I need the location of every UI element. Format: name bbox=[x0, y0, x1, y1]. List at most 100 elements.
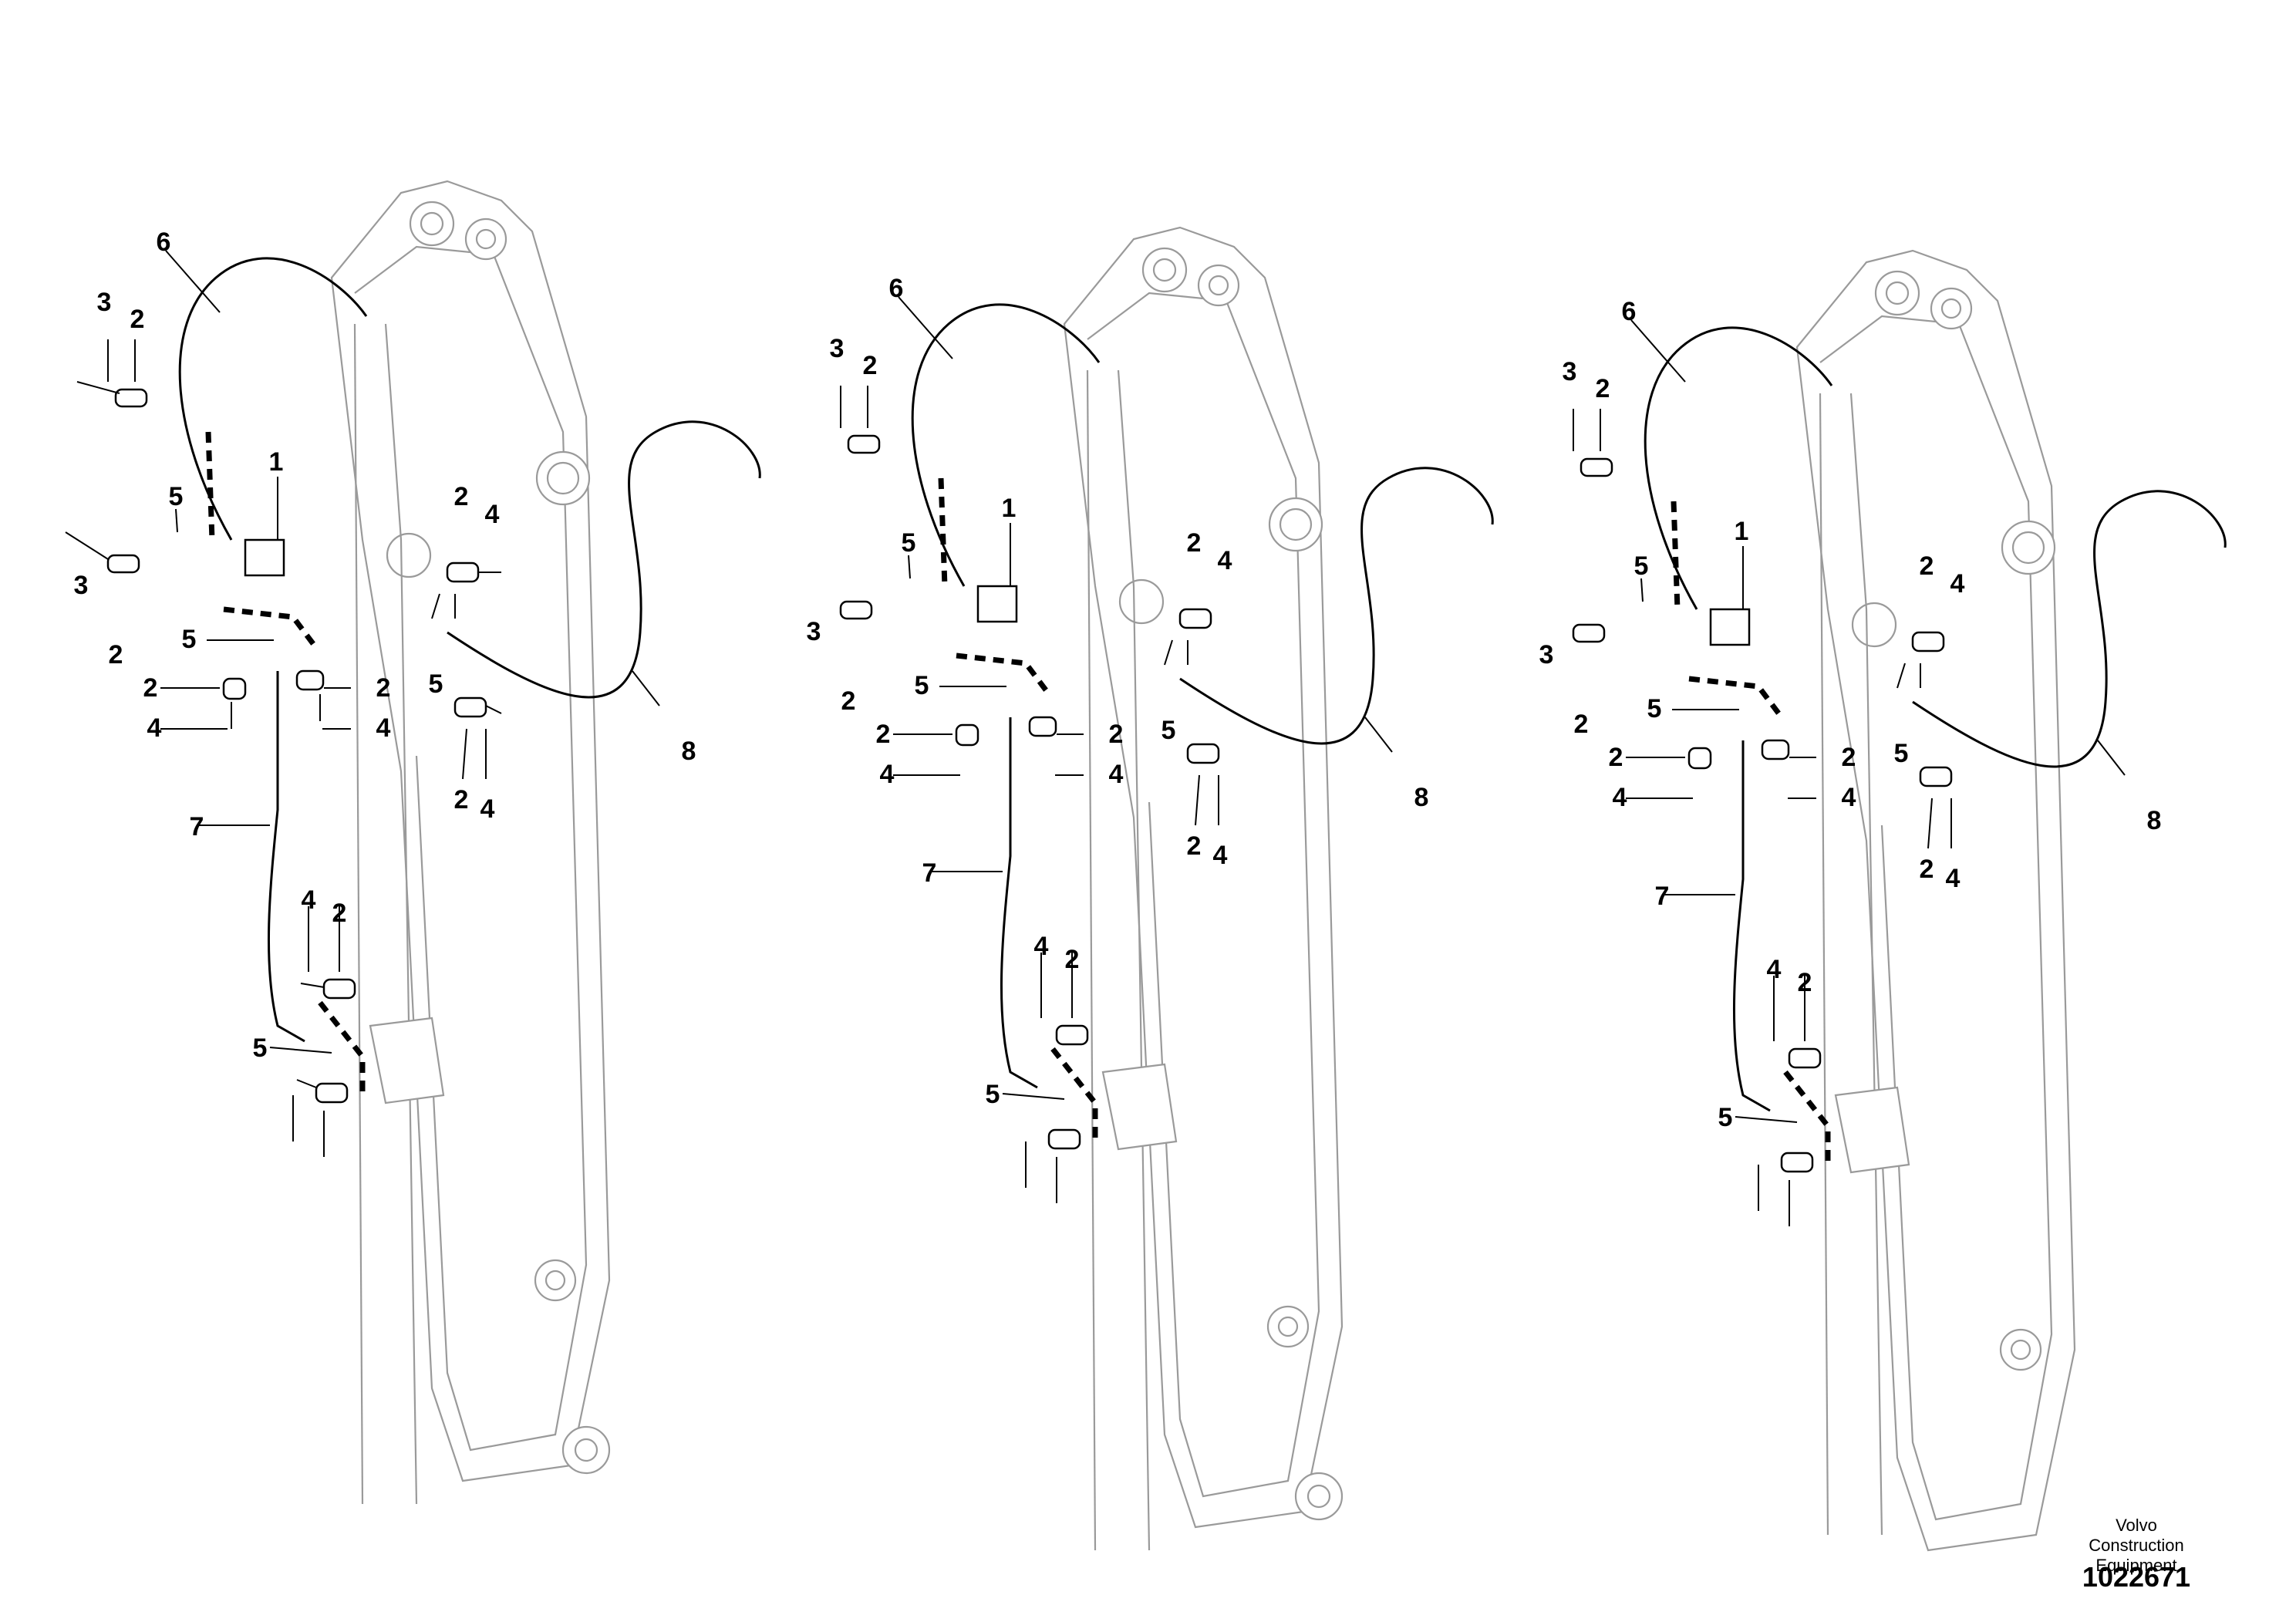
callout: 4 bbox=[480, 794, 495, 824]
callout: 3 bbox=[74, 571, 89, 600]
callout: 2 bbox=[454, 785, 469, 814]
callout: 2 bbox=[1065, 945, 1080, 974]
callout: 3 bbox=[1539, 640, 1554, 669]
arm-outline bbox=[330, 180, 611, 1505]
hose-8 bbox=[447, 420, 761, 699]
callout: 2 bbox=[1574, 710, 1589, 739]
callout: 2 bbox=[863, 351, 878, 380]
callout: 6 bbox=[889, 274, 904, 303]
callout: 5 bbox=[1894, 739, 1909, 768]
callout: 3 bbox=[1563, 357, 1577, 386]
hose-7 bbox=[1000, 717, 1038, 1089]
callout: 2 bbox=[143, 673, 158, 703]
callout: 2 bbox=[1109, 720, 1124, 749]
callout: 5 bbox=[182, 625, 197, 654]
callout: 1 bbox=[269, 447, 284, 477]
callout: 4 bbox=[376, 713, 391, 743]
callout: 3 bbox=[97, 288, 112, 317]
callout: 5 bbox=[253, 1034, 268, 1063]
callout: 5 bbox=[169, 482, 184, 511]
callout: 4 bbox=[1946, 864, 1961, 893]
leaders bbox=[107, 250, 660, 1157]
callout: 1 bbox=[1735, 517, 1749, 546]
clamps bbox=[1572, 457, 1953, 1173]
clip-dash-lines bbox=[938, 477, 1098, 1141]
callout: 7 bbox=[190, 812, 204, 841]
callout: 2 bbox=[1596, 374, 1610, 403]
callout: 5 bbox=[1647, 694, 1662, 723]
callout: 3 bbox=[830, 334, 845, 363]
view-middle: 1 2 2 2 2 2 2 2 3 3 4 4 4 4 4 5 5 5 5 6 … bbox=[807, 226, 1494, 1551]
leaders bbox=[1573, 319, 2126, 1226]
callout: 8 bbox=[682, 737, 696, 766]
callout: 6 bbox=[157, 228, 171, 257]
callout: 5 bbox=[1161, 716, 1176, 745]
callout: 4 bbox=[1218, 546, 1232, 575]
callout: 2 bbox=[1187, 831, 1202, 861]
callout: 5 bbox=[986, 1080, 1000, 1109]
hose-7 bbox=[267, 671, 305, 1043]
callout: 3 bbox=[807, 617, 821, 646]
callout: 4 bbox=[147, 713, 162, 743]
callout: 7 bbox=[922, 858, 937, 888]
callout: 7 bbox=[1655, 882, 1670, 911]
callout: 4 bbox=[880, 760, 895, 789]
callout: 1 bbox=[1002, 494, 1017, 523]
callout: 2 bbox=[454, 482, 469, 511]
callout: 5 bbox=[429, 669, 443, 699]
callout: 4 bbox=[1950, 569, 1965, 599]
callout: 4 bbox=[302, 885, 316, 915]
brand-line-1: Volvo Construction bbox=[2089, 1516, 2184, 1555]
callout: 4 bbox=[1034, 932, 1049, 961]
callout: 2 bbox=[1842, 743, 1856, 772]
clamps bbox=[839, 434, 1220, 1150]
callout: 8 bbox=[1414, 783, 1429, 812]
adapter-block bbox=[1709, 608, 1751, 646]
bolts bbox=[65, 381, 502, 1088]
arm-outline bbox=[1063, 226, 1344, 1551]
view-right: 1 2 2 2 2 2 2 2 3 3 4 4 4 4 4 5 5 5 5 6 … bbox=[1539, 249, 2227, 1552]
callout: 2 bbox=[841, 686, 856, 716]
callout: 4 bbox=[1613, 783, 1627, 812]
callout: 2 bbox=[130, 305, 145, 334]
hose-7 bbox=[1732, 740, 1771, 1112]
callout: 2 bbox=[109, 640, 123, 669]
hose-6 bbox=[1644, 326, 1833, 610]
callout: 2 bbox=[332, 899, 347, 928]
brand-label: Volvo Construction Equipment bbox=[2075, 1516, 2198, 1576]
clip-dash-lines bbox=[205, 431, 366, 1095]
hose-6 bbox=[178, 257, 368, 541]
leaders bbox=[840, 296, 1393, 1203]
callout: 2 bbox=[1187, 528, 1202, 558]
callout: 4 bbox=[1842, 783, 1856, 812]
arm-outline bbox=[1795, 249, 2076, 1552]
callout: 2 bbox=[376, 673, 391, 703]
brand-line-2: Equipment bbox=[2095, 1556, 2177, 1575]
callout: 8 bbox=[2147, 806, 2162, 835]
callout: 2 bbox=[1609, 743, 1623, 772]
callout: 5 bbox=[1718, 1103, 1733, 1132]
drawing-number: 1022671 bbox=[2082, 1561, 2191, 1593]
view-left: 1 2 2 2 2 2 2 2 3 3 4 4 4 4 4 5 5 5 5 6 … bbox=[65, 180, 761, 1505]
clip-dash-lines bbox=[1671, 501, 1831, 1165]
hose-8 bbox=[1912, 490, 2227, 768]
callout: 4 bbox=[485, 500, 500, 529]
callout: 5 bbox=[902, 528, 916, 558]
callout: 6 bbox=[1622, 297, 1637, 326]
callout-labels: 1 2 2 2 2 2 2 2 3 3 4 4 4 4 4 5 5 5 5 6 … bbox=[1539, 297, 2162, 1132]
callout: 2 bbox=[876, 720, 891, 749]
adapter-block bbox=[244, 538, 285, 577]
callout: 4 bbox=[1109, 760, 1124, 789]
callout: 4 bbox=[1767, 955, 1782, 984]
callout: 5 bbox=[915, 671, 929, 700]
clamps bbox=[106, 388, 487, 1104]
callout: 5 bbox=[1634, 551, 1649, 581]
adapter-block bbox=[976, 585, 1018, 623]
callout: 2 bbox=[1920, 551, 1934, 581]
callout: 2 bbox=[1798, 968, 1812, 997]
callout: 4 bbox=[1213, 841, 1228, 870]
hose-8 bbox=[1179, 467, 1494, 745]
callout-labels: 1 2 2 2 2 2 2 2 3 3 4 4 4 4 4 5 5 5 5 6 … bbox=[74, 228, 696, 1063]
callout-labels: 1 2 2 2 2 2 2 2 3 3 4 4 4 4 4 5 5 5 5 6 … bbox=[807, 274, 1429, 1109]
